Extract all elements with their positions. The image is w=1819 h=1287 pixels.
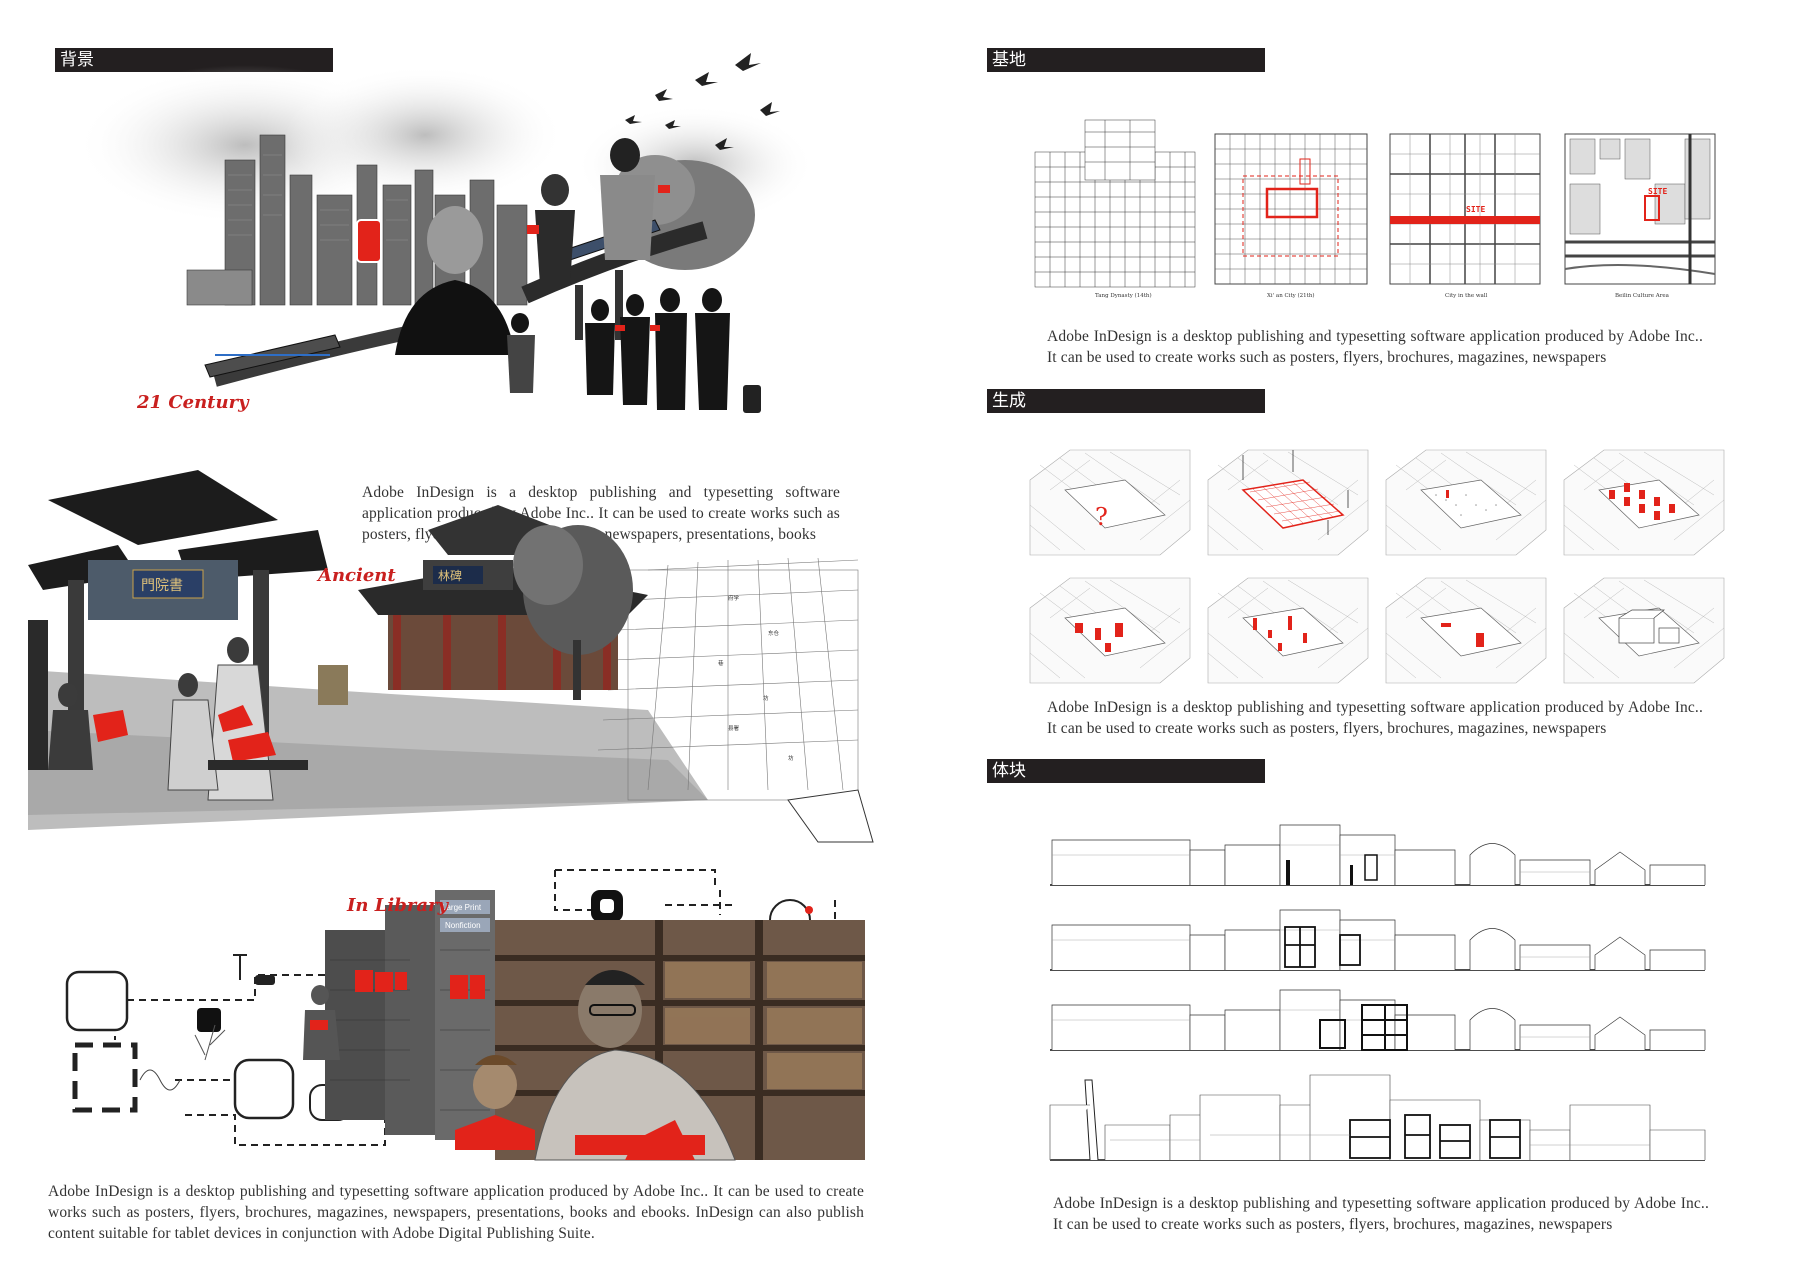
massing-section-2: [1049, 909, 1706, 971]
gate-sign: 門院書: [141, 578, 183, 594]
svg-text:坊: 坊: [788, 754, 794, 762]
section-header-background: 背景: [55, 48, 333, 72]
map-caption: City in the wall: [1445, 293, 1488, 299]
library-paragraph: Adobe InDesign is a desktop publishing a…: [48, 1183, 864, 1242]
label-ancient: Ancient: [318, 565, 396, 586]
generation-step-2: [1207, 449, 1369, 556]
site-map-beilin: SITE Beilin Culture Area: [1564, 133, 1716, 299]
map-caption: Beilin Culture Area: [1615, 293, 1670, 299]
svg-text:坊: 坊: [763, 694, 769, 702]
svg-text:府学: 府学: [728, 594, 740, 602]
site-marker: SITE: [1466, 205, 1485, 214]
label-in-library: In Library: [347, 895, 448, 916]
shelf-label-nonfiction: Nonfiction: [445, 921, 481, 930]
pavilion-sign: 林碑: [438, 568, 462, 583]
site-paragraph: Adobe InDesign is a desktop publishing a…: [1047, 328, 1703, 366]
site-maps: Tang Dynasty (14th) Xi' an City (21th) S…: [1034, 119, 1716, 299]
site-map-wall: SITE City in the wall: [1389, 133, 1541, 299]
svg-text:东仓: 东仓: [768, 629, 780, 637]
section-title: 体块: [992, 761, 1026, 781]
question-mark: ?: [1095, 503, 1108, 531]
generation-step-7: [1385, 577, 1547, 684]
massing-section-1: [1049, 824, 1706, 886]
svg-text:县署: 县署: [728, 725, 740, 732]
massing-section-4: [1049, 1074, 1706, 1161]
section-header-generation: 生成: [987, 389, 1265, 413]
generation-paragraph: Adobe InDesign is a desktop publishing a…: [1047, 699, 1703, 737]
map-caption: Xi' an City (21th): [1267, 292, 1315, 299]
shelf-label-large-print: Large Print: [442, 903, 482, 912]
generation-step-5: [1029, 577, 1191, 684]
site-marker: SITE: [1648, 187, 1667, 196]
section-title: 背景: [60, 50, 94, 70]
site-map-xian: Xi' an City (21th): [1214, 133, 1368, 299]
svg-text:巷: 巷: [718, 659, 724, 667]
massing-sections: [1049, 824, 1706, 1161]
section-header-site: 基地: [987, 48, 1265, 72]
site-map-tang: Tang Dynasty (14th): [1034, 119, 1196, 299]
generation-step-6: [1207, 577, 1369, 684]
section-title: 基地: [992, 50, 1026, 70]
generation-diagrams: ?: [1029, 449, 1725, 684]
generation-step-1: ?: [1029, 449, 1191, 556]
section-header-massing: 体块: [987, 759, 1265, 783]
massing-section-3: [1049, 989, 1706, 1051]
modern-city-collage: [75, 53, 815, 413]
massing-paragraph: Adobe InDesign is a desktop publishing a…: [1053, 1195, 1709, 1233]
section-title: 生成: [992, 391, 1026, 411]
library-collage: Large Print Nonfiction: [65, 869, 865, 1161]
generation-step-8: [1563, 577, 1725, 684]
map-caption: Tang Dynasty (14th): [1095, 292, 1152, 299]
generation-step-4: [1563, 449, 1725, 556]
label-21-century: 21 Century: [137, 392, 249, 413]
generation-step-3: [1385, 449, 1547, 556]
